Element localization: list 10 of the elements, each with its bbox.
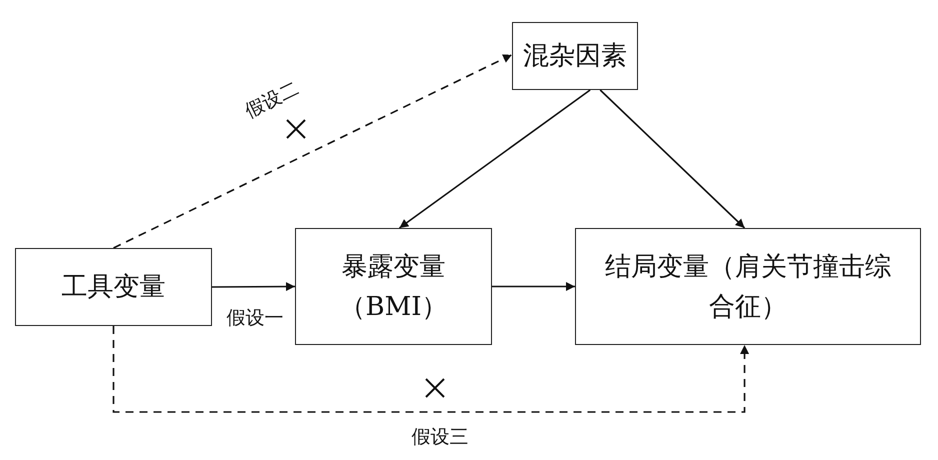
variable-box: 结局变量（肩关节撞击综合征） [575,228,921,345]
variable-box: 工具变量 [15,248,212,326]
arrow [398,89,591,229]
dashed-arrow [113,54,512,249]
variable-box: 混杂因素 [512,22,638,90]
arrow [492,282,575,291]
arrow [600,89,746,229]
dashed-arrow [112,326,750,413]
arrow [212,282,295,292]
variable-box: 暴露变量（BMI） [295,228,492,345]
